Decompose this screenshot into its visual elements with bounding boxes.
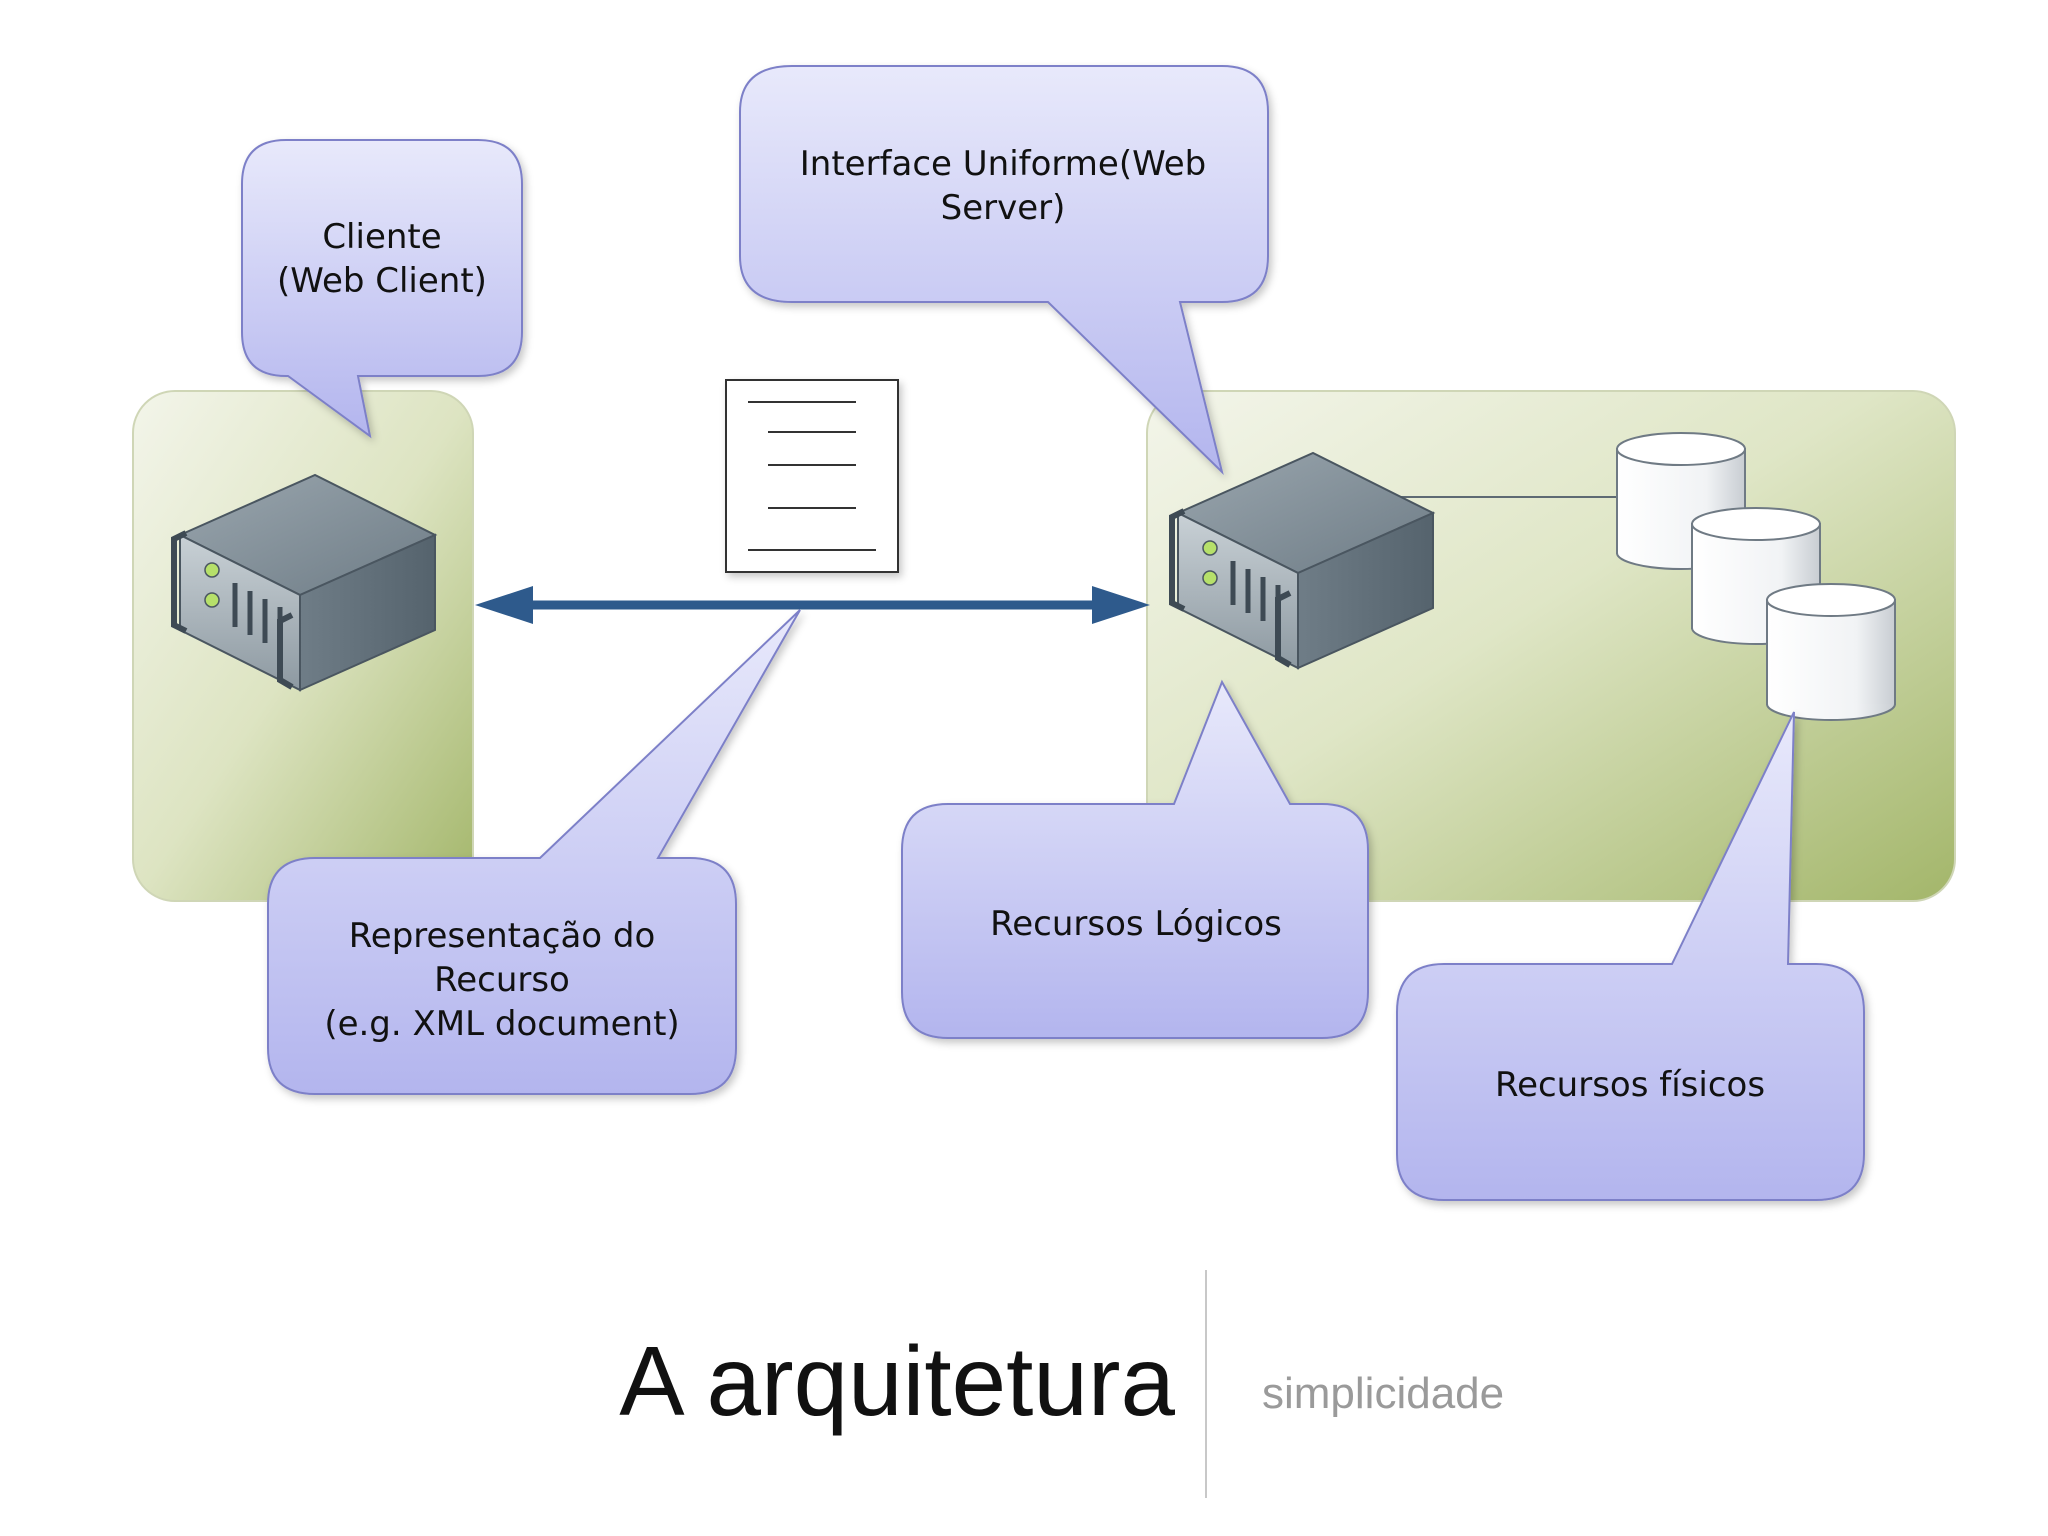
callout-recursos-fisicos-line1: Recursos físicos: [1495, 1065, 1765, 1105]
callout-recursos-logicos-line1: Recursos Lógicos: [990, 904, 1282, 944]
request-response-arrow: [475, 586, 1150, 624]
slide-subtitle: simplicidade: [1262, 1369, 1504, 1418]
document-icon: [725, 379, 899, 573]
callout-recursos-fisicos: [1396, 711, 1865, 1201]
callout-recursos-logicos: [901, 679, 1369, 1039]
callout-cliente: [241, 139, 523, 439]
callout-interface-line2: Server): [941, 188, 1066, 228]
slide-title: A arquitetura: [619, 1326, 1175, 1436]
database-icon: [1766, 583, 1896, 721]
callout-interface: [739, 65, 1269, 476]
callout-cliente-line2: (Web Client): [277, 261, 487, 301]
callout-interface-line1: Interface Uniforme(Web: [800, 144, 1207, 184]
callout-representacao-line1: Representação do: [349, 916, 656, 956]
callout-cliente-line1: Cliente: [322, 217, 441, 257]
callout-representacao-line2: Recurso: [434, 960, 570, 1000]
callout-representacao-line3: (e.g. XML document): [324, 1004, 679, 1044]
callout-representacao: [267, 609, 801, 1095]
